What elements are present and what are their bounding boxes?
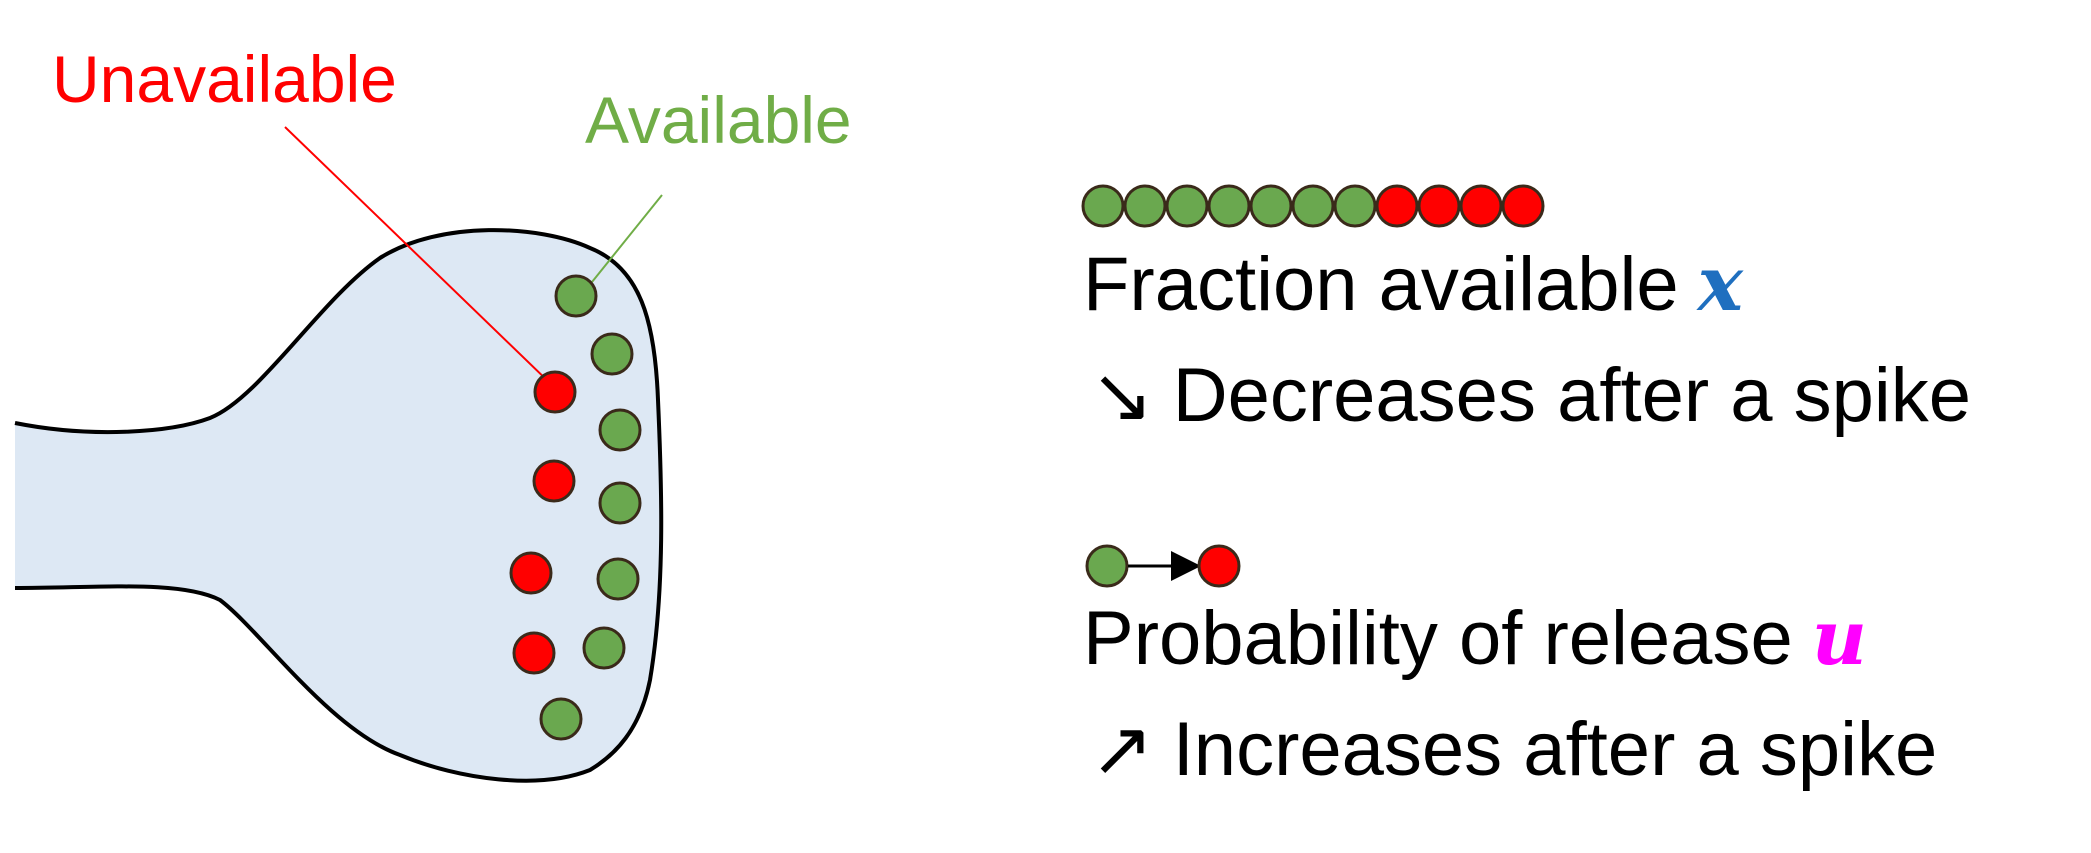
unavailable-vesicle [512, 631, 556, 675]
available-leader-line [591, 194, 663, 283]
bar-vesicle-available [1081, 184, 1125, 228]
bar-vesicle-available [1165, 184, 1209, 228]
unavailable-label: Unavailable [52, 42, 397, 116]
unavailable-vesicle [532, 459, 576, 503]
transition-vesicle-available [1085, 544, 1129, 588]
available-label: Available [585, 83, 852, 157]
available-vesicle [598, 408, 642, 452]
probability-line: Probability of release u [1083, 593, 1867, 682]
bar-vesicle-unavailable [1375, 184, 1419, 228]
bar-vesicle-unavailable [1417, 184, 1461, 228]
transition-vesicle-unavailable [1197, 544, 1241, 588]
unavailable-vesicle [533, 370, 577, 414]
bar-vesicle-available [1207, 184, 1251, 228]
bar-vesicle-available [1333, 184, 1377, 228]
fraction-variable-x: x [1696, 239, 1745, 328]
vesicle-bar [1081, 184, 1545, 228]
increases-text: Increases after a spike [1173, 707, 1938, 792]
available-vesicle [554, 274, 598, 318]
probability-variable-u: u [1812, 593, 1867, 682]
increases-arrow-icon: ↗ [1090, 707, 1154, 792]
unavailable-vesicle [509, 551, 553, 595]
presynaptic-terminal [14, 228, 664, 783]
decreases-text: Decreases after a spike [1173, 353, 1971, 438]
unavailable-vesicles [509, 370, 577, 675]
fraction-available-line: Fraction available x [1083, 239, 1745, 328]
available-vesicle [539, 697, 583, 741]
available-vesicle [598, 481, 642, 525]
bar-vesicle-unavailable [1501, 184, 1545, 228]
available-vesicle [582, 626, 626, 670]
bar-vesicle-available [1249, 184, 1293, 228]
increases-line: ↗ Increases after a spike [1090, 707, 1937, 792]
bar-vesicle-unavailable [1459, 184, 1503, 228]
release-transition-icon [1085, 544, 1241, 588]
probability-text: Probability of release [1083, 596, 1793, 681]
available-vesicle [590, 332, 634, 376]
bar-vesicle-available [1123, 184, 1167, 228]
available-vesicles [539, 274, 642, 741]
bar-vesicle-available [1291, 184, 1335, 228]
decreases-arrow-icon: ↘ [1090, 353, 1154, 438]
unavailable-leader-line [284, 126, 554, 387]
fraction-available-text: Fraction available [1083, 242, 1679, 327]
decreases-line: ↘ Decreases after a spike [1090, 353, 1971, 438]
available-vesicle [596, 557, 640, 601]
